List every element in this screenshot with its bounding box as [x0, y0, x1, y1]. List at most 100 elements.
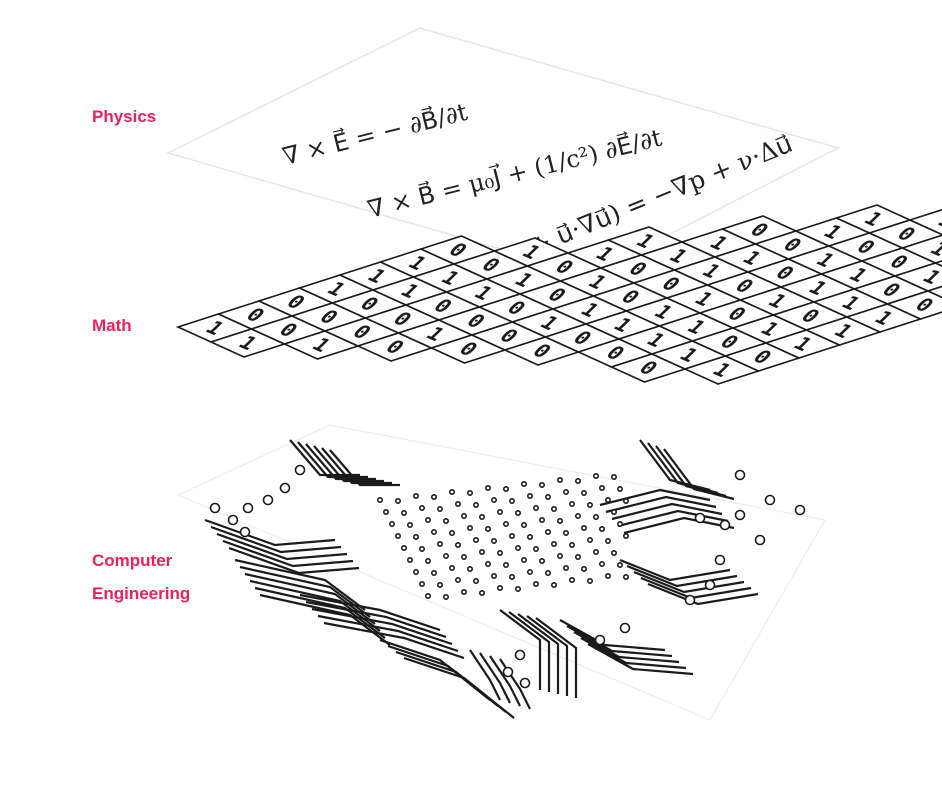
circuit-pad — [556, 552, 563, 559]
circuit-trace — [573, 631, 680, 664]
circuit-pad — [279, 482, 291, 494]
circuit-pad — [526, 533, 533, 540]
circuit-traces — [204, 439, 759, 719]
circuit-pad — [764, 494, 776, 506]
label-physics: Physics — [92, 107, 157, 126]
circuit-pad — [544, 528, 551, 535]
circuit-pad — [714, 554, 726, 566]
circuit-trace — [605, 495, 717, 514]
label-engineering: Engineering — [92, 584, 191, 603]
matrix-cell — [892, 262, 942, 292]
matrix-cell — [933, 260, 942, 267]
circuit-pad — [490, 572, 497, 579]
circuit-pad — [502, 520, 509, 527]
circuit-pad — [400, 509, 407, 516]
circuit-trace — [323, 621, 465, 660]
circuit-pad — [598, 525, 605, 532]
circuit-trace — [663, 448, 735, 501]
label-computer: Computer — [92, 551, 173, 570]
circuit-pad — [376, 496, 383, 503]
circuit-pad — [538, 516, 545, 523]
circuit-pad — [472, 577, 479, 584]
circuit-trace — [289, 439, 360, 477]
circuit-trace — [559, 619, 666, 652]
circuit-pad — [490, 537, 497, 544]
circuit-pad — [592, 472, 599, 479]
circuit-pad — [520, 521, 527, 528]
circuit-pad — [616, 520, 623, 527]
circuit-pad — [568, 576, 575, 583]
circuit-trace — [633, 570, 745, 594]
circuit-plane — [176, 424, 826, 721]
circuit-pad — [586, 577, 593, 584]
circuit-trace — [234, 558, 366, 611]
circuit-trace — [254, 586, 386, 639]
circuit-pad — [466, 524, 473, 531]
circuit-trace — [508, 611, 551, 692]
circuit-pad — [734, 509, 746, 521]
circuit-pad — [616, 485, 623, 492]
circuit-pad — [594, 634, 606, 646]
circuit-pad — [388, 520, 395, 527]
circuit-pad — [442, 552, 449, 559]
circuit-pad — [556, 476, 563, 483]
circuit-trace — [329, 449, 400, 487]
circuit-pad — [719, 519, 731, 531]
circuit-pad — [478, 513, 485, 520]
circuit-pad — [418, 545, 425, 552]
circuit-pad — [460, 553, 467, 560]
circuit-trace — [210, 525, 342, 554]
label-math: Math — [92, 316, 132, 335]
circuit-trace — [535, 617, 578, 698]
circuit-trace — [626, 564, 738, 588]
circuit-trace — [313, 445, 384, 483]
circuit-pad — [619, 622, 631, 634]
circuit-pad — [520, 480, 527, 487]
circuit-pad — [406, 556, 413, 563]
circuit-pad — [532, 504, 539, 511]
circuit-pad — [694, 512, 706, 524]
circuit-pad — [496, 508, 503, 515]
circuit-pad — [454, 500, 461, 507]
circuit-trace — [617, 509, 729, 528]
circuit-pad — [454, 576, 461, 583]
circuit-pad — [484, 525, 491, 532]
circuit-pad — [568, 541, 575, 548]
circuit-pad — [490, 496, 497, 503]
circuit-trace — [239, 565, 371, 618]
circuit-pad — [412, 533, 419, 540]
circuit-pad — [519, 677, 531, 689]
circuit-pad — [622, 573, 629, 580]
matrix-cell — [885, 290, 942, 320]
circuit-pad — [227, 514, 239, 526]
circuit-trace — [317, 614, 459, 653]
circuit-pad — [448, 529, 455, 536]
circuit-trace — [305, 600, 447, 639]
circuit-pad — [574, 512, 581, 519]
physics-plane — [165, 27, 841, 276]
circuit-pad — [502, 485, 509, 492]
circuit-pad — [550, 540, 557, 547]
circuit-pad — [418, 504, 425, 511]
circuit-pad — [430, 493, 437, 500]
circuit-pad — [616, 561, 623, 568]
circuit-trace — [216, 532, 348, 561]
circuit-pad — [442, 517, 449, 524]
circuit-pad — [394, 497, 401, 504]
circuit-pad — [526, 492, 533, 499]
circuit-pad — [448, 488, 455, 495]
math-layer: 1001110100011011000110110100010110001100… — [175, 204, 942, 385]
circuit-pad — [436, 540, 443, 547]
circuit-pad — [556, 517, 563, 524]
circuit-trace — [222, 539, 354, 568]
circuit-pad — [526, 568, 533, 575]
circuit-pad — [592, 548, 599, 555]
circuit-pad — [514, 544, 521, 551]
circuit-pad — [550, 581, 557, 588]
circuit-pad — [604, 496, 611, 503]
circuit-pad — [412, 492, 419, 499]
circuit-pad — [568, 500, 575, 507]
circuit-trace — [479, 652, 511, 704]
